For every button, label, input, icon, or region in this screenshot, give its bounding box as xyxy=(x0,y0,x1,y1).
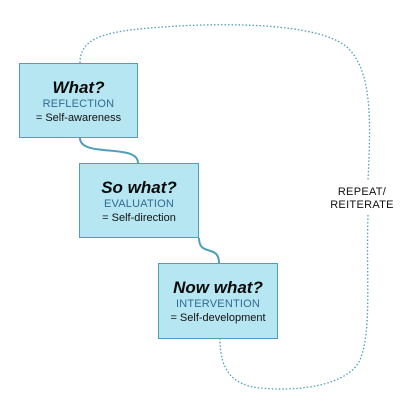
self-development-label: = Self-development xyxy=(170,312,266,324)
now-what-question: Now what? xyxy=(173,278,263,297)
reflection-label: REFLECTION xyxy=(42,98,115,110)
reflection-box: What? REFLECTION = Self-awareness xyxy=(19,63,138,138)
what-question: What? xyxy=(52,78,105,97)
evaluation-box: So what? EVALUATION = Self-direction xyxy=(79,163,199,238)
repeat-loop-line xyxy=(79,24,371,390)
self-awareness-label: = Self-awareness xyxy=(35,112,122,124)
repeat-reiterate-label: REPEAT/ REITERATE xyxy=(326,186,398,212)
intervention-label: INTERVENTION xyxy=(175,298,261,310)
intervention-box: Now what? INTERVENTION = Self-developmen… xyxy=(158,263,278,339)
evaluation-label: EVALUATION xyxy=(103,198,175,210)
connector-sowhat-to-nowwhat xyxy=(198,237,220,264)
repeat-label-line1: REPEAT/ xyxy=(337,186,387,198)
connector-what-to-sowhat xyxy=(79,137,139,164)
so-what-question: So what? xyxy=(101,178,177,197)
repeat-label-line2: REITERATE xyxy=(330,199,394,211)
self-direction-label: = Self-direction xyxy=(102,212,176,224)
